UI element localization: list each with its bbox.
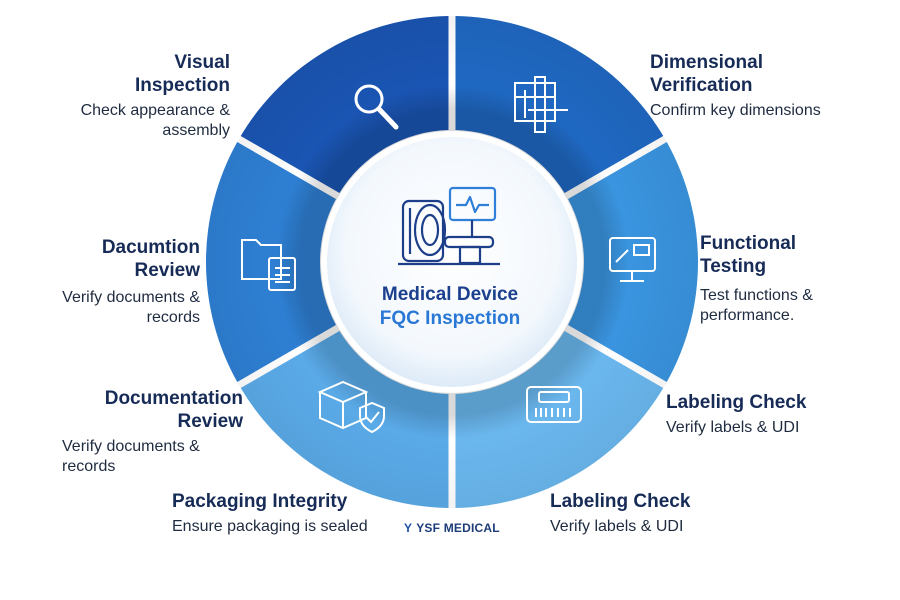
segment-desc: Check appearance & assembly (80, 102, 230, 139)
segment-desc: Verify documents & records (62, 438, 200, 475)
label-barcode-icon (526, 386, 582, 423)
bottom-label-packaging-integrity: Packaging Integrity Ensure packaging is … (172, 490, 402, 537)
center-title-line2: FQC Inspection (379, 308, 521, 329)
segment-title: Dimensional Verification (650, 52, 763, 96)
folder-checklist-icon (241, 239, 296, 291)
segment-desc: Verify labels & UDI (666, 419, 800, 436)
segment-title: Labeling Check (666, 392, 807, 413)
blueprint-caliper-icon (514, 76, 568, 133)
segment-desc: Verify documents & records (62, 289, 200, 326)
bottom-label-labeling-check: Labeling Check Verify labels & UDI (550, 490, 750, 537)
brand-name: YSF MEDICAL (416, 521, 500, 535)
segment-label-functional-testing: Functional Testing Test functions & perf… (700, 232, 890, 326)
monitor-wrench-icon (609, 237, 656, 282)
segment-title: Packaging Integrity (172, 491, 348, 512)
segment-title: Dacumtion Review (101, 237, 200, 281)
segment-desc: Ensure packaging is sealed (172, 518, 368, 535)
mri-scanner-icon (398, 186, 500, 266)
center-disc (321, 131, 583, 393)
segment-label-labeling-check: Labeling Check Verify labels & UDI (666, 391, 866, 438)
segment-label-dacumtion-review: Dacumtion Review Verify documents & reco… (20, 236, 200, 328)
segment-title: Documentation Review (104, 388, 243, 432)
center-title: Medical Device FQC Inspection (330, 283, 570, 331)
segment-label-documentation-review: Documentation Review Verify documents & … (20, 387, 243, 477)
magnifier-icon (354, 84, 399, 130)
segment-desc: Confirm key dimensions (650, 102, 821, 119)
center-title-line1: Medical Device (381, 284, 519, 305)
segment-desc: Test functions & performance. (700, 287, 813, 324)
segment-title: Functional Testing (700, 233, 797, 277)
segment-title: Labeling Check (550, 491, 691, 512)
segment-label-visual-inspection: Visual Inspection Check appearance & ass… (30, 51, 230, 141)
package-shield-icon (317, 380, 385, 434)
segment-label-dimensional-verification: Dimensional Verification Confirm key dim… (650, 51, 870, 121)
brand-mark-icon: Y (404, 521, 413, 535)
segment-desc: Verify labels & UDI (550, 518, 684, 535)
segment-title: Visual Inspection (134, 52, 230, 96)
